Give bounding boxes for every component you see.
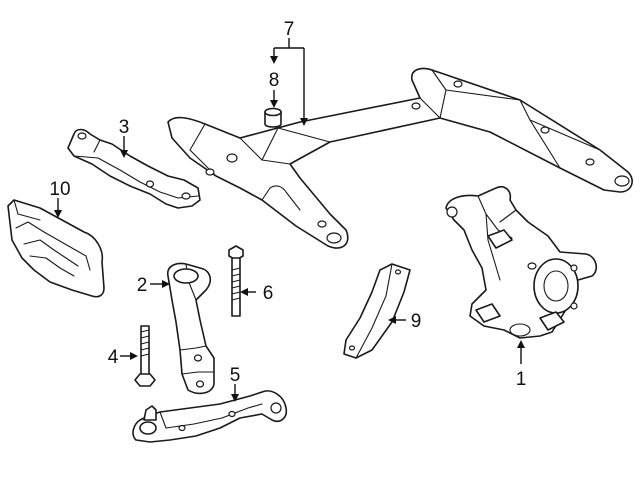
leader-lines: [54, 38, 525, 402]
steering-knuckle: [445, 185, 598, 339]
crossmember-frame: [167, 67, 633, 249]
idler-arm: [166, 262, 215, 395]
callout-7: 7: [284, 19, 295, 40]
control-arm: [132, 390, 288, 443]
callout-10: 10: [49, 179, 70, 200]
callout-4: 4: [108, 347, 119, 368]
callout-1: 1: [516, 369, 527, 390]
bushing: [264, 107, 282, 128]
callout-3: 3: [119, 117, 130, 138]
callout-8: 8: [269, 70, 280, 91]
bracket-shield: [67, 128, 201, 209]
callout-9: 9: [411, 311, 422, 332]
bolt-long: [228, 245, 244, 317]
callout-6: 6: [263, 283, 274, 304]
shield-plate: [7, 199, 105, 298]
callout-2: 2: [137, 275, 148, 296]
bolt-short: [134, 325, 156, 387]
callout-5: 5: [230, 365, 241, 386]
support-bracket: [343, 263, 411, 359]
callout-labels: 1 2 3 4 5 6 7 8 9 10: [49, 19, 526, 390]
